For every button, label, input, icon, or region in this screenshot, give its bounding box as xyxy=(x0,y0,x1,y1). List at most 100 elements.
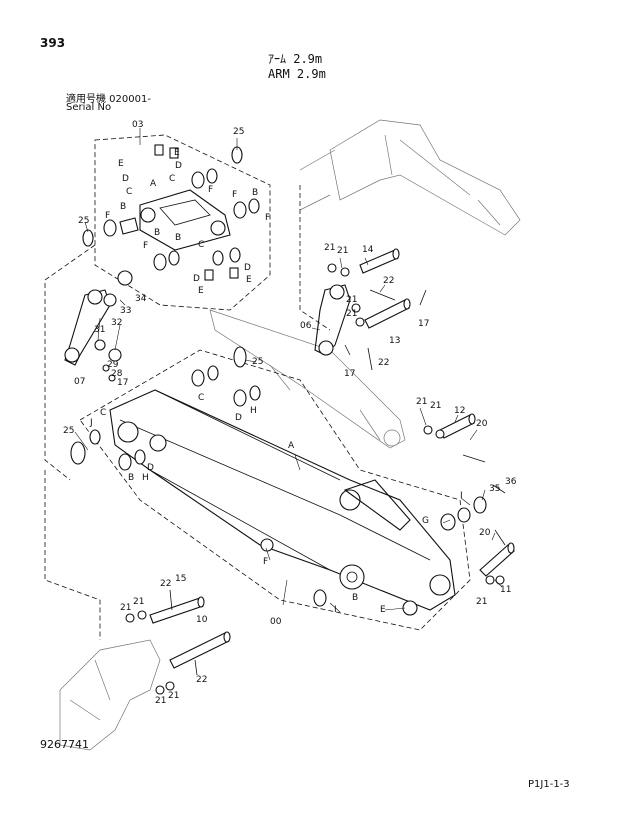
callout-label: E xyxy=(174,148,180,158)
bucket-link-ghost xyxy=(59,639,161,751)
callout-label: 21 xyxy=(346,309,357,319)
callout-label: 28 xyxy=(111,369,123,379)
callout-label: 21 xyxy=(416,397,427,407)
callout-label: A xyxy=(150,179,157,189)
callout-label: 31 xyxy=(94,325,105,335)
callout-label: F xyxy=(143,241,148,251)
callout-label: F xyxy=(208,185,213,195)
callout-label: 25 xyxy=(252,357,263,367)
callout-label: 10 xyxy=(196,615,208,625)
arm-bushings xyxy=(70,346,487,616)
callout-label: 22 xyxy=(196,675,207,685)
callout-label: I xyxy=(460,491,463,501)
callout-label: F xyxy=(232,190,237,200)
pin-leader-line xyxy=(299,185,331,331)
callout-label: E xyxy=(246,275,252,285)
callout-label: 20 xyxy=(479,528,491,538)
callout-label: E xyxy=(198,286,204,296)
callout-label: B xyxy=(120,202,126,212)
callout-label: 21 xyxy=(430,401,441,411)
callout-label: 21 xyxy=(337,246,348,256)
callout-label: 21 xyxy=(346,295,357,305)
callout-label: 22 xyxy=(378,358,389,368)
callout-label: D xyxy=(244,263,251,273)
callout-label: 17 xyxy=(344,369,355,379)
callout-label: 12 xyxy=(454,406,465,416)
link-06 xyxy=(314,284,351,356)
callout-label: 35 xyxy=(489,484,500,494)
callout-label: 21 xyxy=(324,243,335,253)
arm-body-A xyxy=(109,389,456,611)
callout-label: F xyxy=(263,557,268,567)
callout-label: D xyxy=(122,174,129,184)
callout-label: F xyxy=(105,211,110,221)
callout-label: 22 xyxy=(383,276,394,286)
callout-label: D xyxy=(175,161,182,171)
callout-label: B xyxy=(154,228,160,238)
title-english: ARM 2.9m xyxy=(268,67,326,81)
pin-leader-line-left xyxy=(44,244,96,481)
callout-label: 00 xyxy=(270,617,282,627)
callout-label: A xyxy=(288,441,295,451)
arm-assembly-boundary xyxy=(79,349,471,631)
callout-label: J xyxy=(89,418,93,428)
page-code: P1J1-1-3 xyxy=(528,779,570,790)
callout-label: 32 xyxy=(111,318,122,328)
callout-label: 34 xyxy=(135,294,147,304)
callout-label: D xyxy=(193,274,200,284)
pin-10 xyxy=(169,631,231,669)
callout-label: E xyxy=(380,605,386,615)
callout-label: 14 xyxy=(362,245,374,255)
arm-cylinder-ghost xyxy=(209,309,406,449)
callout-label: 36 xyxy=(505,477,517,487)
callout-label: C xyxy=(169,174,175,184)
callout-label: B xyxy=(352,593,358,603)
title-japanese: ｱｰﾑ 2.9m xyxy=(268,52,323,66)
bolts-nuts xyxy=(102,263,506,695)
callout-label: 11 xyxy=(500,585,511,595)
pin-leader-line-bottom xyxy=(44,470,101,640)
pin-11 xyxy=(479,542,515,577)
callout-label: E xyxy=(118,159,124,169)
callout-label: 20 xyxy=(476,419,488,429)
callout-label: F xyxy=(265,213,270,223)
callout-label: 29 xyxy=(107,360,119,370)
callout-label: C xyxy=(198,240,204,250)
boom-ghost-outline xyxy=(299,119,521,236)
callout-label: 21 xyxy=(120,603,131,613)
link-assembly-boundary xyxy=(94,134,271,311)
pin-12 xyxy=(439,413,476,439)
callout-label: I xyxy=(334,605,337,615)
callout-label: C xyxy=(126,187,132,197)
pin-15 xyxy=(149,596,205,624)
callout-label: B xyxy=(128,473,134,483)
callout-label: 25 xyxy=(63,426,74,436)
callout-label: 21 xyxy=(155,696,166,706)
callout-label: 17 xyxy=(418,319,429,329)
callout-label: 21 xyxy=(133,597,144,607)
callout-label: B xyxy=(175,233,181,243)
callout-label: 06 xyxy=(300,321,312,331)
callout-label: D xyxy=(235,413,242,423)
callout-label: G xyxy=(422,516,429,526)
callout-label: 33 xyxy=(120,306,131,316)
callout-label: C xyxy=(198,393,204,403)
callout-label: 22 xyxy=(160,579,171,589)
page-number: 393 xyxy=(40,36,66,50)
callout-labels: 03 25 E D C D E C A F F F B B F B F B C … xyxy=(63,120,517,706)
callout-label: B xyxy=(252,188,258,198)
callout-label: 07 xyxy=(74,377,85,387)
callout-label: 13 xyxy=(389,336,400,346)
callout-label: 25 xyxy=(233,127,244,137)
callout-label: 21 xyxy=(168,691,179,701)
pin-14 xyxy=(359,248,400,274)
callout-label: H xyxy=(142,473,149,483)
callout-label: 25 xyxy=(78,216,89,226)
callout-label: 03 xyxy=(132,120,143,130)
callout-label: 21 xyxy=(476,597,487,607)
callout-label: H xyxy=(250,406,257,416)
link-assembly-03 xyxy=(82,144,260,281)
document-number: 9267741 xyxy=(40,738,89,751)
callout-label: 15 xyxy=(175,574,186,584)
